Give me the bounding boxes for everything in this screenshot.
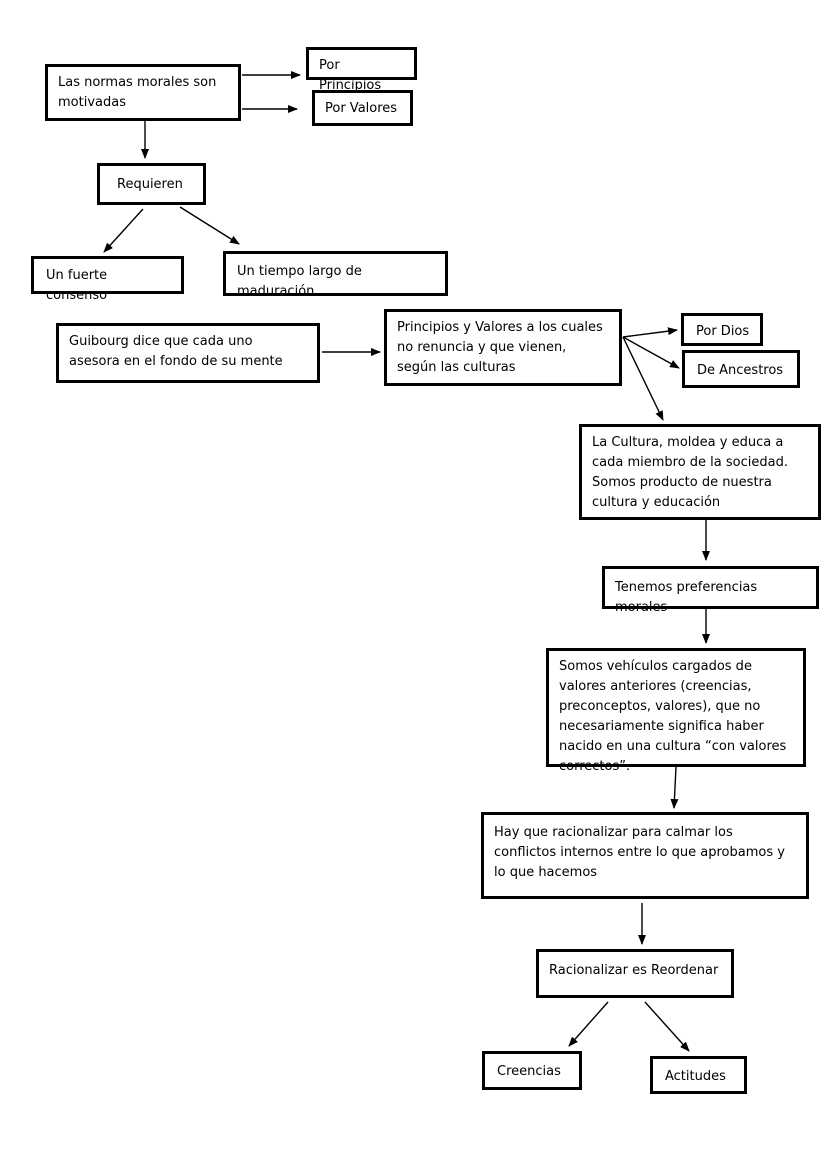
node-cultura: La Cultura, moldea y educa a cada miembr… [579, 424, 821, 520]
node-reordenar: Racionalizar es Reordenar [536, 949, 734, 998]
node-creencias: Creencias [482, 1051, 582, 1090]
arrow-reordenar-to-creencias [568, 1001, 609, 1047]
node-consenso: Un fuerte consenso [31, 256, 184, 303]
node-preferencias: Tenemos preferencias morales [602, 566, 819, 615]
node-motivadas: Las normas morales son motivadas [45, 64, 241, 121]
node-por-valores: Por Valores [312, 90, 413, 126]
arrow-principios-to-de-ancestros [622, 336, 680, 369]
node-guibourg: Guibourg dice que cada uno asesora en el… [56, 323, 320, 383]
node-tiempo: Un tiempo largo de maduración [223, 251, 448, 299]
node-vehiculos: Somos vehículos cargados de valores ante… [546, 648, 806, 774]
node-por-dios: Por Dios [681, 313, 763, 346]
arrow-reordenar-to-actitudes [644, 1001, 690, 1052]
node-actitudes: Actitudes [650, 1056, 747, 1094]
arrow-requieren-to-consenso [103, 208, 144, 253]
arrow-requieren-to-tiempo [179, 206, 240, 245]
arrow-principios-to-por-dios [622, 327, 678, 338]
node-por-principios: Por Principios [306, 47, 417, 93]
arrow-vehiculos-to-racionalizar [670, 766, 679, 809]
node-principios-valores: Principios y Valores a los cuales no ren… [384, 309, 622, 386]
node-requieren: Requieren [97, 163, 206, 205]
node-racionalizar: Hay que racionalizar para calmar los con… [481, 812, 809, 899]
arrow-principios-to-cultura [622, 336, 664, 421]
node-de-ancestros: De Ancestros [682, 350, 800, 388]
